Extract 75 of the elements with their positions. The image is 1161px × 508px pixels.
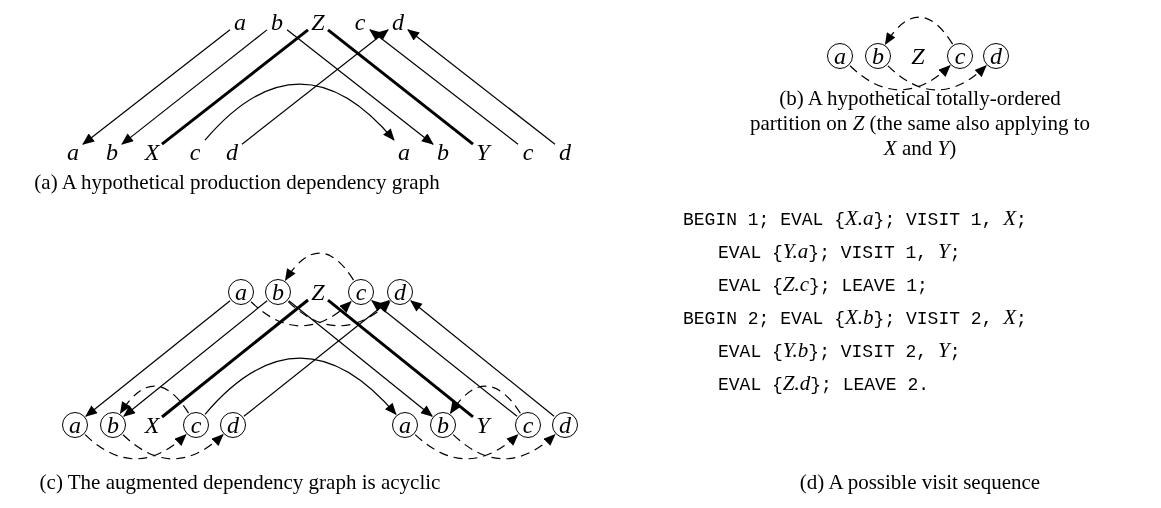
thick-line bbox=[327, 28, 474, 146]
attribute-label: X bbox=[142, 411, 162, 439]
attribute-label: d bbox=[555, 138, 575, 166]
arrow bbox=[288, 300, 433, 417]
attribute-label: c bbox=[185, 138, 205, 166]
attribute-label: b bbox=[102, 138, 122, 166]
dashed-arrow bbox=[84, 434, 187, 460]
attribute-circle: c bbox=[515, 412, 541, 438]
code-line: EVAL {Y.a}; VISIT 1, Y; bbox=[718, 239, 961, 265]
arrow bbox=[204, 357, 397, 416]
arrow bbox=[204, 83, 395, 141]
figure-caption: (d) A possible visit sequence bbox=[798, 470, 1042, 495]
arrow bbox=[123, 300, 268, 417]
dashed-arrow bbox=[119, 385, 190, 414]
attribute-label: c bbox=[350, 8, 370, 36]
arrow bbox=[241, 29, 389, 145]
arrow bbox=[371, 300, 518, 417]
arrow bbox=[286, 29, 434, 145]
attribute-label: Y bbox=[473, 138, 493, 166]
attribute-label: a bbox=[63, 138, 83, 166]
attribute-circle: b bbox=[100, 412, 126, 438]
dashed-arrow bbox=[250, 301, 352, 327]
dashed-arrow bbox=[122, 434, 224, 460]
arrow bbox=[369, 29, 519, 145]
figure-caption: (c) The augmented dependency graph is acyclic bbox=[38, 470, 442, 495]
dashed-arrow bbox=[414, 433, 519, 460]
attribute-label: Z bbox=[908, 42, 928, 70]
attribute-circle: d bbox=[552, 412, 578, 438]
arrow bbox=[407, 29, 556, 145]
attribute-label: d bbox=[222, 138, 242, 166]
attribute-circle: a bbox=[228, 279, 254, 305]
arrow bbox=[82, 29, 231, 145]
attribute-label: Y bbox=[473, 411, 493, 439]
attribute-label: Z bbox=[308, 278, 328, 306]
attribute-circle: c bbox=[947, 43, 973, 69]
code-line: EVAL {Y.b}; VISIT 2, Y; bbox=[718, 338, 961, 364]
attribute-circle: b bbox=[865, 43, 891, 69]
attribute-label: a bbox=[394, 138, 414, 166]
figure-caption: (b) A hypothetical totally-ordered partition on Z (the same also applying to X and Y) bbox=[748, 86, 1091, 161]
attribute-circle: a bbox=[62, 412, 88, 438]
attribute-label: d bbox=[388, 8, 408, 36]
attribute-label: a bbox=[230, 8, 250, 36]
attribute-circle: d bbox=[387, 279, 413, 305]
dashed-arrow bbox=[452, 434, 556, 460]
dashed-arrow bbox=[284, 252, 355, 281]
attribute-circle: b bbox=[265, 279, 291, 305]
code-line: BEGIN 2; EVAL {X.b}; VISIT 2, X; bbox=[683, 305, 1027, 331]
dashed-arrow bbox=[287, 301, 391, 327]
attribute-circle: a bbox=[827, 43, 853, 69]
thick-line bbox=[327, 298, 474, 419]
dashed-arrow bbox=[884, 16, 954, 45]
attribute-label: b bbox=[267, 8, 287, 36]
code-line: EVAL {Z.c}; LEAVE 1; bbox=[718, 272, 928, 298]
thick-line bbox=[161, 298, 309, 419]
attribute-circle: d bbox=[983, 43, 1009, 69]
attribute-circle: b bbox=[430, 412, 456, 438]
dashed-arrow bbox=[849, 65, 951, 91]
attribute-label: Z bbox=[308, 8, 328, 36]
attribute-circle: d bbox=[220, 412, 246, 438]
arrow bbox=[121, 29, 268, 145]
dashed-arrow bbox=[887, 65, 987, 91]
dashed-arrow bbox=[449, 385, 521, 415]
attribute-circle: a bbox=[392, 412, 418, 438]
attribute-circle: c bbox=[183, 412, 209, 438]
arrow bbox=[243, 300, 390, 417]
figure-caption: (a) A hypothetical production dependency graph bbox=[33, 170, 441, 195]
attribute-label: b bbox=[433, 138, 453, 166]
attribute-circle: c bbox=[348, 279, 374, 305]
thick-line bbox=[161, 28, 309, 146]
code-line: EVAL {Z.d}; LEAVE 2. bbox=[718, 371, 930, 397]
attribute-label: c bbox=[518, 138, 538, 166]
arrow bbox=[85, 300, 231, 417]
code-line: BEGIN 1; EVAL {X.a}; VISIT 1, X; bbox=[683, 206, 1027, 232]
arrow bbox=[410, 300, 555, 417]
attribute-label: X bbox=[142, 138, 162, 166]
